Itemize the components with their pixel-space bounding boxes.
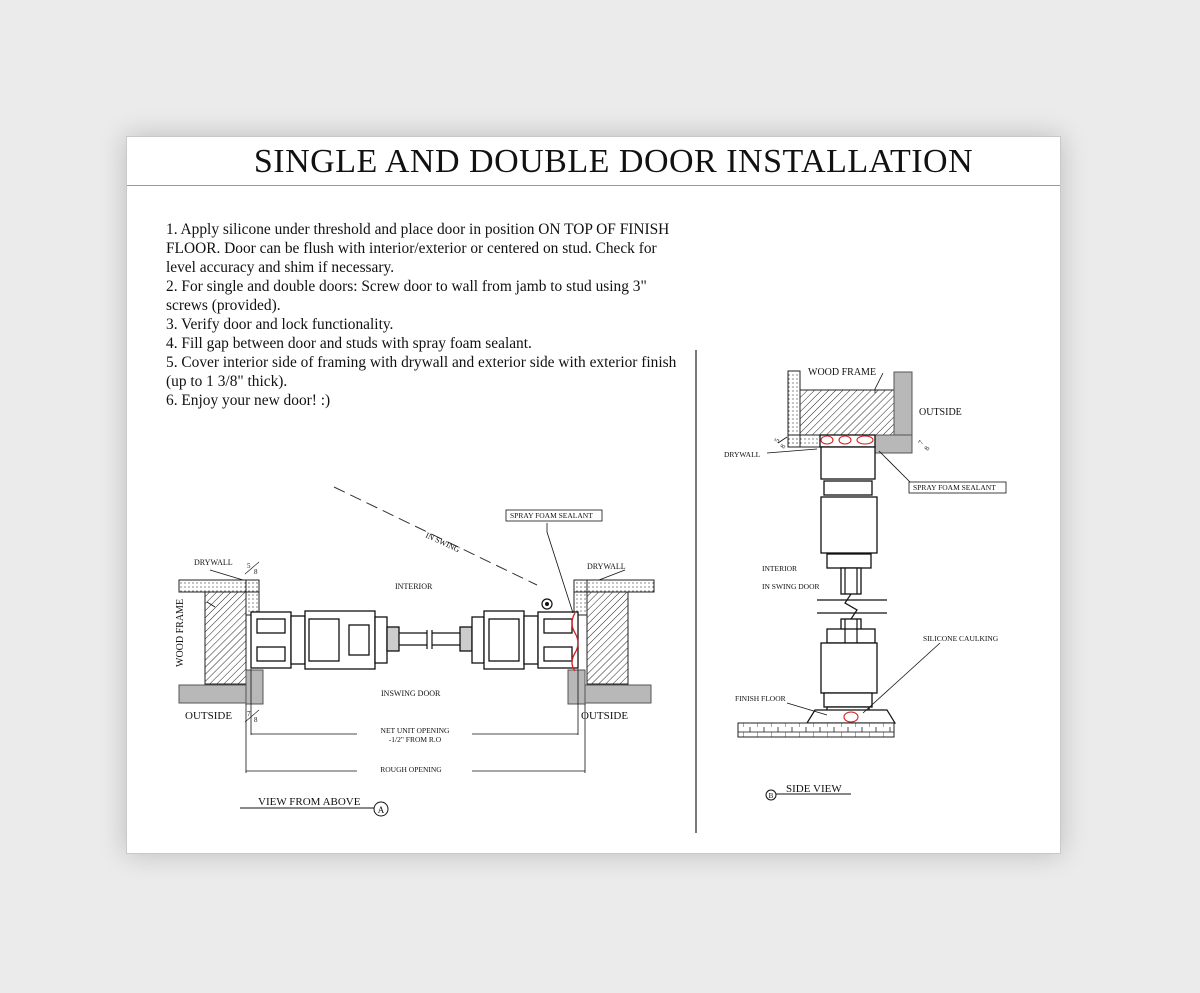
side-dim-right-den: 8: [923, 445, 932, 452]
side-door-profile: [819, 434, 878, 722]
glass-pane: [399, 630, 460, 649]
side-view-label: SIDE VIEW: [786, 783, 842, 795]
dim-top-num: 5: [247, 562, 251, 570]
dim-bot-den: 8: [254, 716, 258, 724]
wood-frame-left: [204, 591, 247, 685]
side-dim-left-num: 5: [773, 437, 782, 444]
outside-label-right: OUTSIDE: [581, 710, 628, 722]
dim-bot-num: 7: [247, 710, 251, 718]
top-view: IN SWING: [175, 486, 655, 817]
marker-a-circle: [373, 801, 389, 817]
side-view: WOOD FRAME OUTSIDE DRYWALL SPRAY FOAM SE…: [724, 367, 1007, 801]
door-profile-left: [250, 610, 400, 670]
side-glass: [817, 568, 887, 643]
instruction-step-6: 6. Enjoy your new door! :): [166, 392, 331, 409]
marker-b-label: B: [769, 792, 774, 800]
side-finish-floor: [737, 722, 895, 738]
side-spray-foam-box: [908, 481, 1007, 494]
inswing-door-label: INSWING DOOR: [381, 689, 441, 698]
outside-label-left: OUTSIDE: [185, 710, 232, 722]
drywall-label-right: DRYWALL: [587, 562, 626, 571]
wood-frame-right: [586, 591, 629, 685]
instruction-step-2: 2. For single and double doors: Screw do…: [166, 278, 647, 314]
outside-bar-left: [178, 684, 257, 704]
dimension-lines: [245, 669, 586, 773]
side-dim-right-num: 7: [917, 439, 926, 446]
side-dim-left-den: 8: [779, 443, 788, 450]
interior-label: INTERIOR: [395, 582, 433, 591]
sealant-right: [571, 612, 579, 672]
instruction-step-3: 3. Verify door and lock functionality.: [166, 316, 394, 333]
technical-drawing: IN SWING: [175, 350, 1007, 833]
swing-line: [333, 486, 538, 586]
instruction-step-1: 1. Apply silicone under threshold and pl…: [166, 221, 670, 276]
instruction-step-4: 4. Fill gap between door and studs with …: [166, 335, 532, 352]
side-interior-label: INTERIOR: [762, 564, 797, 573]
page-title: SINGLE AND DOUBLE DOOR INSTALLATION: [253, 143, 974, 180]
side-outside-label: OUTSIDE: [919, 407, 962, 418]
title-bar: SINGLE AND DOUBLE DOOR INSTALLATION: [127, 137, 1060, 186]
spray-foam-box: [505, 509, 603, 522]
side-outside-bar: [893, 371, 913, 436]
dim-top-den: 8: [254, 568, 258, 576]
drawing-sheet: SINGLE AND DOUBLE DOOR INSTALLATION 1. A…: [126, 136, 1061, 854]
marker-b-circle: [765, 789, 777, 801]
spray-foam-label: SPRAY FOAM SEALANT: [510, 511, 593, 520]
instruction-step-5: 5. Cover interior side of framing with d…: [166, 354, 677, 390]
door-profile-right: [459, 610, 579, 670]
side-wood-frame-label: WOOD FRAME: [808, 367, 876, 378]
rough-opening-label: ROUGH OPENING: [380, 765, 442, 774]
side-wood-frame: [799, 389, 897, 436]
net-opening-label-1: NET UNIT OPENING: [381, 726, 450, 735]
view-from-above-label: VIEW FROM ABOVE: [258, 796, 361, 808]
side-sealant: [820, 435, 874, 723]
drywall-label-left: DRYWALL: [194, 558, 233, 567]
instructions-list: 1. Apply silicone under threshold and pl…: [166, 220, 686, 410]
outside-bar-right: [577, 684, 652, 704]
marker-a-label: A: [378, 805, 385, 815]
side-drywall-label: DRYWALL: [724, 450, 761, 459]
side-finish-floor-label: FINISH FLOOR: [735, 694, 786, 703]
net-opening-label-2: -1/2" FROM R.O: [389, 735, 442, 744]
side-spray-foam-label: SPRAY FOAM SEALANT: [913, 483, 996, 492]
side-silicone-label: SILICONE CAULKING: [923, 634, 999, 643]
side-in-swing-door-label: IN SWING DOOR: [762, 582, 820, 591]
wood-frame-label: WOOD FRAME: [175, 599, 186, 667]
in-swing-label: IN SWING: [424, 531, 461, 555]
